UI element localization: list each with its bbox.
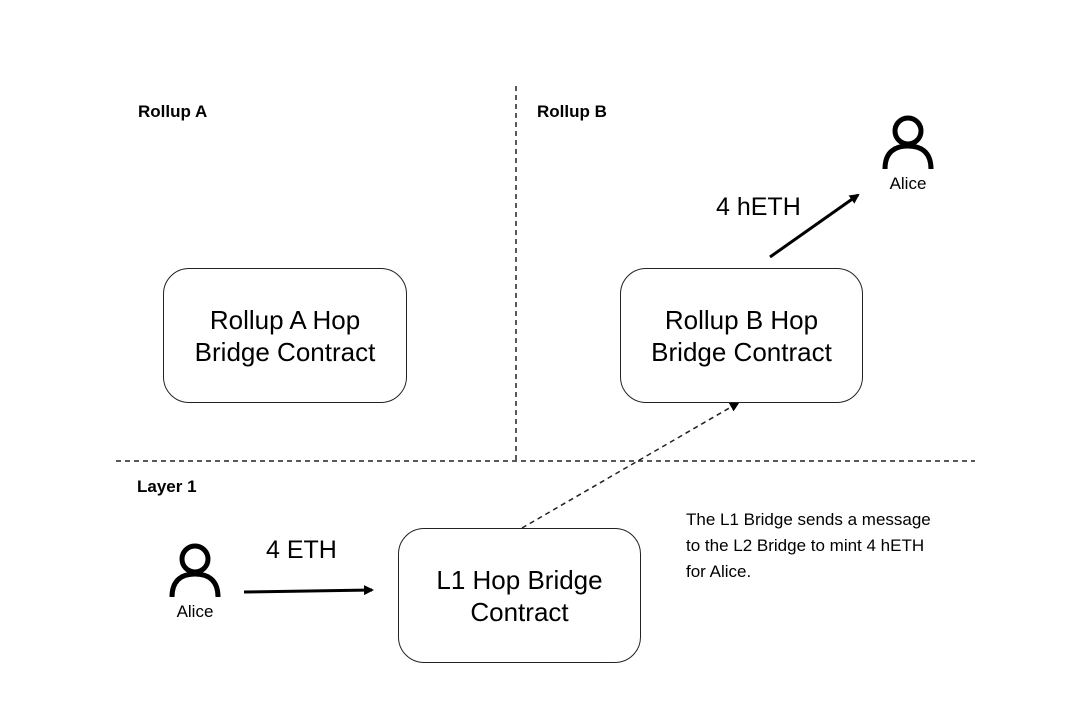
recipient-user: Alice — [873, 114, 943, 194]
rollup-a-contract-label: Rollup A Hop Bridge Contract — [194, 304, 376, 367]
sender-user: Alice — [160, 542, 230, 622]
rollup-a-contract: Rollup A Hop Bridge Contract — [163, 268, 407, 403]
person-icon — [169, 543, 221, 598]
payout-arrow — [769, 193, 860, 259]
explanation-note: The L1 Bridge sends a message to the L2 … — [686, 510, 931, 581]
recipient-name: Alice — [889, 174, 927, 193]
l1-contract: L1 Hop Bridge Contract — [398, 528, 641, 663]
deposit-amount: 4 ETH — [266, 536, 337, 564]
region-label-rollup-a: Rollup A — [138, 102, 208, 121]
region-label-rollup-b: Rollup B — [537, 102, 607, 121]
person-icon — [882, 115, 934, 170]
rollup-b-contract-label: Rollup B Hop Bridge Contract — [651, 304, 832, 367]
deposit-arrow — [243, 585, 374, 596]
sender-name: Alice — [176, 602, 214, 621]
message-arrow — [521, 401, 740, 529]
rollup-b-contract: Rollup B Hop Bridge Contract — [620, 268, 863, 403]
payout-amount: 4 hETH — [716, 193, 801, 221]
l1-contract-label: L1 Hop Bridge Contract — [436, 564, 603, 627]
region-label-layer-1: Layer 1 — [137, 477, 197, 496]
